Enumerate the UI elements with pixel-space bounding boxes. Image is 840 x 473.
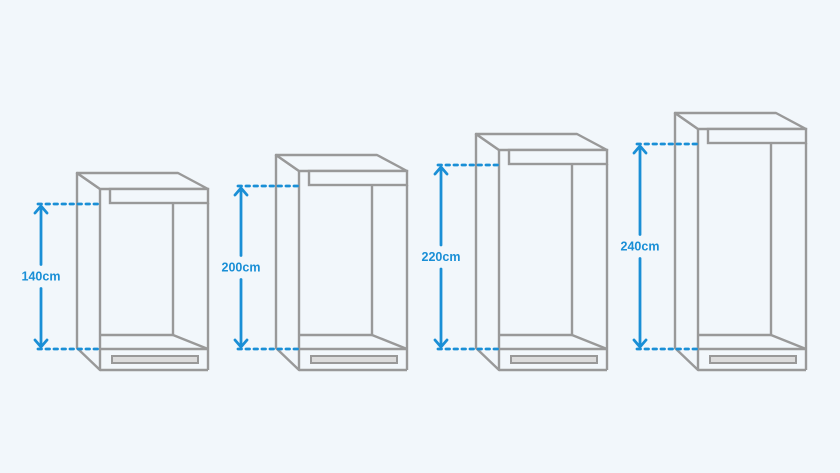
cabinet-4: 240cm — [621, 111, 808, 372]
arrowhead-up-icon — [233, 186, 249, 197]
height-label: 200cm — [222, 261, 261, 275]
cabinet-2: 200cm — [222, 153, 409, 372]
cabinet-top-face — [673, 111, 808, 131]
cabinet-plinth-grille — [709, 355, 797, 364]
arrowhead-up-icon — [632, 144, 648, 155]
cabinet-top-face — [274, 153, 409, 173]
cabinet-top-front — [108, 187, 210, 205]
arrowhead-up-icon — [433, 165, 449, 176]
cabinet-floor-diagonal — [571, 333, 608, 351]
arrowhead-down-icon — [33, 338, 49, 349]
cabinet-floor-diagonal — [770, 333, 807, 351]
arrowhead-down-icon — [632, 338, 648, 349]
cabinet-top-face — [75, 171, 210, 191]
arrowhead-up-icon — [33, 204, 49, 215]
cabinet-side-panel — [673, 111, 700, 372]
cabinet-1: 140cm — [22, 171, 210, 372]
cabinet-plinth-grille — [510, 355, 598, 364]
height-label: 220cm — [422, 250, 461, 264]
cabinet-3: 220cm — [422, 132, 609, 372]
arrowhead-down-icon — [233, 338, 249, 349]
cabinets-layer: 140cm 200cm 220cm 240cm — [22, 111, 808, 372]
cabinet-top-front — [706, 127, 808, 145]
height-label: 240cm — [621, 240, 660, 254]
cabinet-side-panel — [75, 171, 102, 372]
arrowhead-down-icon — [433, 338, 449, 349]
cabinet-plinth-grille — [111, 355, 199, 364]
cabinet-floor-diagonal — [172, 333, 209, 351]
cabinet-floor-diagonal — [371, 333, 408, 351]
cabinet-top-face — [474, 132, 609, 152]
height-label: 140cm — [22, 270, 61, 284]
cabinet-top-front — [307, 169, 409, 187]
cabinet-top-front — [507, 148, 609, 166]
cabinet-side-panel — [474, 132, 501, 372]
cabinet-plinth-grille — [310, 355, 398, 364]
